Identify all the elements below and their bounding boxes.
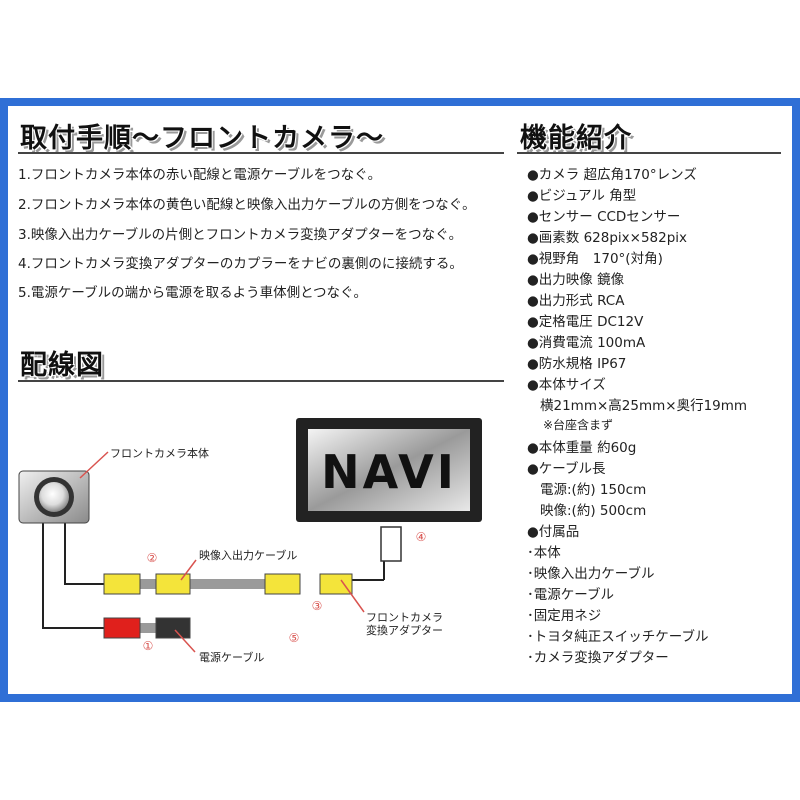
features-heading: 機能紹介 (520, 123, 632, 154)
feature-lens: ●カメラ 超広角170°レンズ (527, 167, 697, 183)
feature-visual: ●ビジュアル 角型 (527, 188, 637, 204)
install-step-1: 1.フロントカメラ本体の赤い配線と電源ケーブルをつなぐ。 (18, 167, 382, 183)
power-cable-label: 電源ケーブル (199, 650, 264, 664)
install-step-3: 3.映像入出力ケーブルの片側とフロントカメラ変換アダプターをつなぐ。 (18, 227, 463, 243)
wiring-heading-rule (18, 380, 504, 382)
camera-label: フロントカメラ本体 (110, 446, 209, 460)
marker-1: ① (143, 639, 154, 653)
feature-output-format: ●出力形式 RCA (527, 293, 625, 309)
feature-view-angle: ●視野角 170°(対角) (527, 251, 663, 267)
feature-voltage: ●定格電圧 DC12V (527, 314, 644, 330)
marker-4: ④ (416, 530, 427, 544)
install-heading: 取付手順～フロントカメラ～ (20, 123, 384, 154)
accessory-camera-adapter: ･カメラ変換アダプター (527, 650, 669, 666)
feature-cable-video: 映像:(約) 500cm (540, 503, 647, 519)
marker-5: ⑤ (289, 631, 300, 645)
wires (42, 519, 385, 629)
feature-cable-power: 電源:(約) 150cm (540, 482, 647, 498)
accessory-body: ･本体 (527, 545, 561, 561)
features-heading-rule (517, 152, 781, 154)
red-connector-camera (103, 617, 141, 639)
accessory-toyota-switch-cable: ･トヨタ純正スイッチケーブル (527, 629, 709, 645)
install-step-2: 2.フロントカメラ本体の黄色い配線と映像入出力ケーブルの方側をつなぐ。 (18, 197, 476, 213)
feature-size: ●本体サイズ (527, 377, 606, 393)
install-heading-rule (18, 152, 504, 154)
accessory-video-cable: ･映像入出力ケーブル (527, 566, 655, 582)
leader-lines (79, 451, 365, 653)
marker-3: ③ (312, 599, 323, 613)
feature-pixels: ●画素数 628pix×582pix (527, 230, 688, 246)
navi-label: NAVI (321, 445, 457, 499)
navi-unit: NAVI (296, 418, 482, 522)
accessory-screws: ･固定用ネジ (527, 608, 602, 624)
black-connector-power (155, 617, 191, 639)
marker-2: ② (147, 551, 158, 565)
feature-waterproof: ●防水規格 IP67 (527, 356, 627, 372)
feature-output-image: ●出力映像 鏡像 (527, 272, 625, 288)
feature-sensor: ●センサー CCDセンサー (527, 209, 681, 225)
yellow-connector-cable-a (155, 573, 191, 595)
feature-current: ●消費電流 100mA (527, 335, 646, 351)
install-step-5: 5.電源ケーブルの端から電源を取るよう車体側とつなぐ。 (18, 285, 368, 301)
wiring-heading: 配線図 (20, 350, 104, 381)
accessory-power-cable: ･電源ケーブル (527, 587, 614, 603)
cable-joints (140, 579, 265, 633)
feature-size-value: 横21mm×高25mm×奥行19mm (540, 398, 748, 414)
video-cable-label: 映像入出力ケーブル (199, 548, 297, 562)
feature-size-note: ※台座含まず (543, 418, 614, 432)
adapter-label-line1: フロントカメラ (366, 611, 443, 624)
yellow-connector-adapter (319, 573, 353, 595)
yellow-connector-cable-b (264, 573, 301, 595)
feature-accessories: ●付属品 (527, 524, 580, 540)
connectors (103, 573, 353, 639)
adapter-label-line2: 変換アダプター (366, 623, 443, 637)
yellow-connector-camera (103, 573, 141, 595)
install-step-4: 4.フロントカメラ変換アダプターのカプラーをナビの裏側のに接続する。 (18, 256, 463, 272)
front-camera-body (18, 470, 90, 524)
adapter-coupler (380, 526, 402, 562)
feature-cable-length: ●ケーブル長 (527, 461, 606, 477)
feature-weight: ●本体重量 約60g (527, 440, 637, 456)
content-panel (8, 106, 792, 694)
